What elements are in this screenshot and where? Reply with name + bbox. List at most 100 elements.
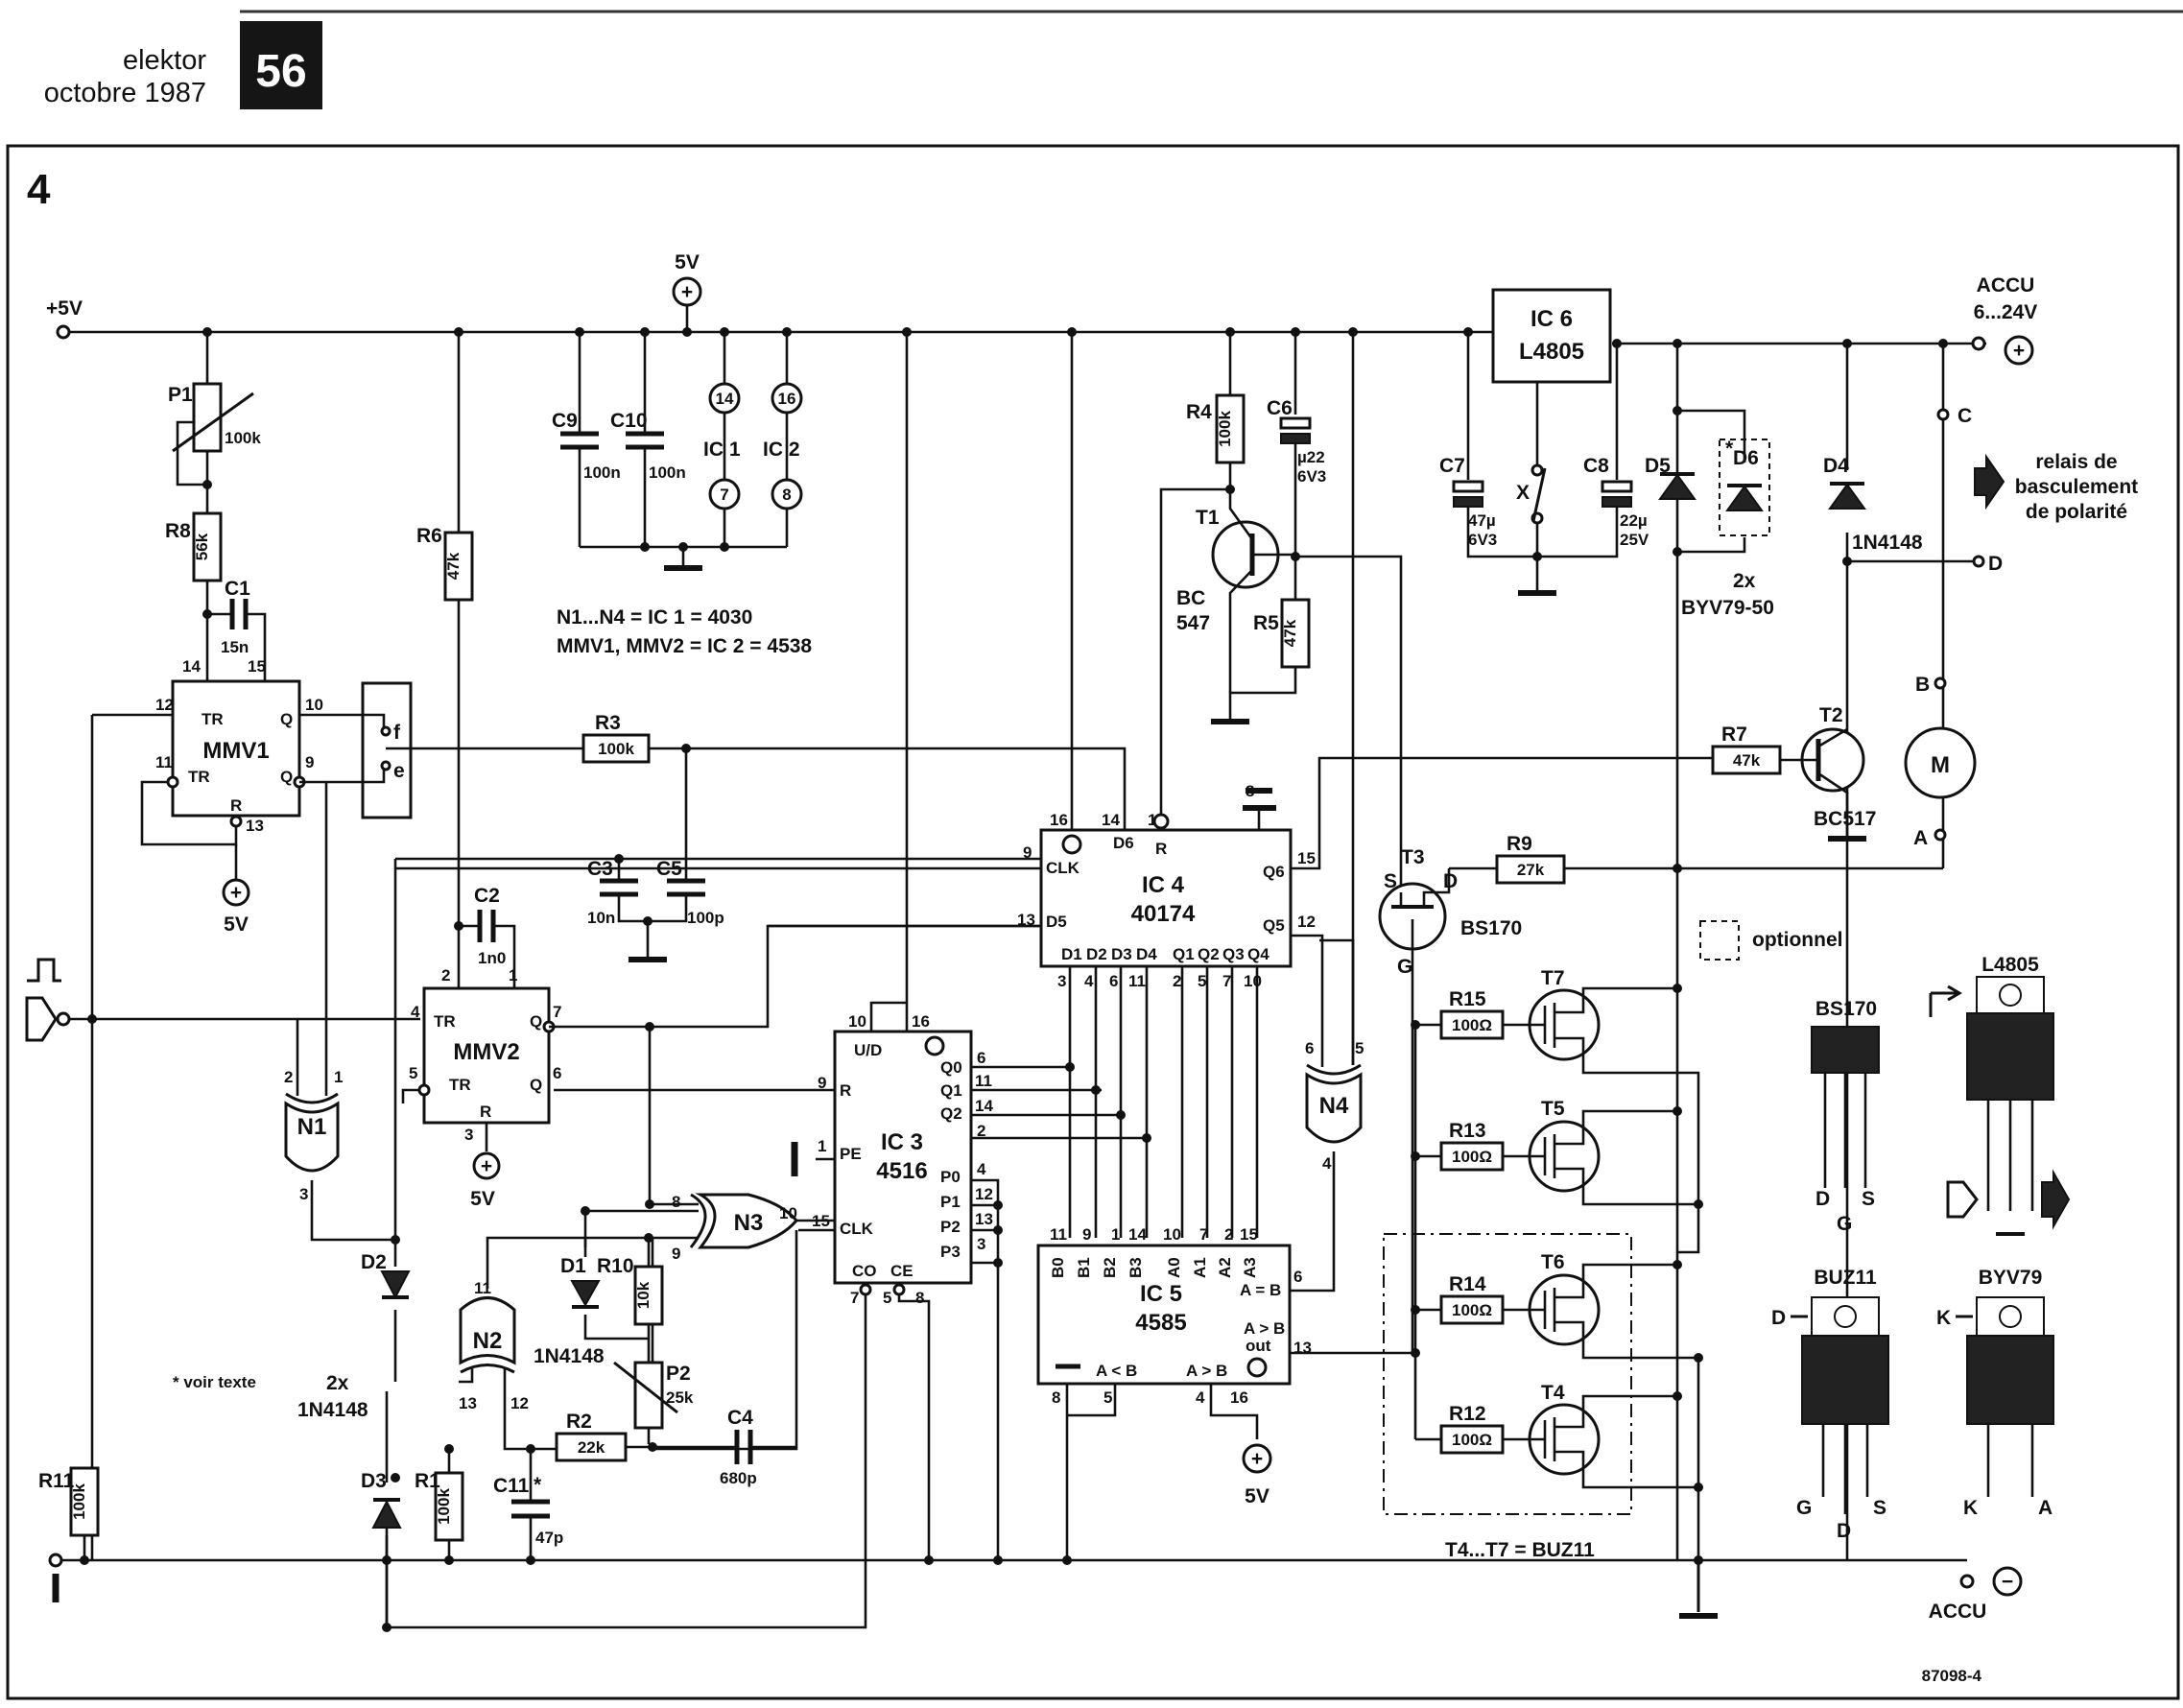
plus5v-terminal: [56, 324, 71, 340]
mmv1-trn-pin: TR: [188, 768, 210, 786]
ic4-pin15: 15: [1297, 849, 1316, 867]
d56-type2: BYV79-50: [1681, 597, 1774, 619]
figure-code: 87098-4: [1922, 1667, 1982, 1685]
x-link: X: [1516, 482, 1530, 504]
mmv1-r-pin: R: [230, 796, 242, 815]
c7-name: C7: [1439, 455, 1465, 477]
note-ic1: N1...N4 = IC 1 = 4030: [557, 606, 752, 629]
mmv2-pin1: 1: [509, 966, 517, 984]
link-e: e: [393, 760, 405, 782]
c7-val2: 6V3: [1468, 531, 1497, 549]
mmv1-supply-plus: +: [230, 882, 242, 904]
r13-name: R13: [1449, 1120, 1486, 1142]
mmv2-q-pin: Q: [530, 1076, 542, 1094]
link-f: f: [393, 722, 401, 744]
ic3-pin16: 16: [912, 1012, 930, 1031]
accu-title: ACCU: [1977, 274, 2035, 297]
magazine-name: elektor: [123, 45, 206, 76]
r8-resistor: [192, 511, 223, 582]
ic3-p0: P0: [940, 1168, 961, 1186]
r10-name: R10: [597, 1255, 634, 1277]
ic5-agtb-out2: out: [1246, 1337, 1271, 1355]
optionnel-label: optionnel: [1752, 929, 1842, 951]
d23-type2: 1N4148: [297, 1399, 368, 1421]
ic5-a2: A2: [1216, 1257, 1234, 1278]
mmv2-tr-pin: TR: [434, 1012, 456, 1031]
ic4-d5: D5: [1046, 913, 1067, 931]
n1-pin2: 2: [284, 1068, 293, 1086]
ic3-pin5: 5: [883, 1289, 891, 1307]
d2-diode: [380, 1270, 411, 1300]
c2-name: C2: [474, 885, 500, 907]
n2-name: N2: [473, 1328, 503, 1354]
n3-name: N3: [734, 1210, 764, 1236]
mmv2-supply-label: 5V: [470, 1188, 495, 1210]
n3-pin10: 10: [779, 1204, 797, 1222]
d6-note: *: [1725, 438, 1734, 460]
ic1-pin14: 14: [716, 390, 734, 408]
ic3-pin8: 8: [915, 1289, 924, 1307]
bs170-title: BS170: [1815, 998, 1877, 1020]
byv79-k-top: K: [1936, 1307, 1951, 1329]
ic3-q2: Q2: [940, 1104, 962, 1123]
r11-name: R11: [38, 1470, 75, 1492]
accu-minus-glyph: −: [2002, 1571, 2013, 1593]
r14-resistor: [1439, 1294, 1505, 1325]
ic4-pin1: 1: [1148, 811, 1156, 829]
r1-value: 100k: [435, 1488, 453, 1525]
p1-value: 100k: [225, 429, 261, 447]
r14-value: 100Ω: [1452, 1301, 1492, 1319]
ic5-pin16: 16: [1230, 1388, 1248, 1407]
buz11-d: D: [1837, 1520, 1851, 1542]
r2-value: 22k: [578, 1438, 605, 1457]
ic3-p1: P1: [940, 1193, 961, 1211]
t5-name: T5: [1541, 1098, 1565, 1120]
t4-name: T4: [1541, 1382, 1565, 1404]
t3-type: BS170: [1460, 917, 1522, 939]
ic3-pin10: 10: [848, 1012, 866, 1031]
n1-pin1: 1: [334, 1068, 343, 1086]
mmv1-block: [171, 679, 301, 818]
ic5-pin2: 2: [1224, 1225, 1233, 1244]
accu-minus-symbol: [1992, 1566, 2023, 1597]
c6-val2: 6V3: [1297, 467, 1326, 486]
r9-resistor: [1495, 854, 1566, 885]
ic5-type: 4585: [1135, 1310, 1186, 1336]
r15-name: R15: [1449, 988, 1486, 1010]
d4-name: D4: [1823, 455, 1849, 477]
r11-value: 100k: [70, 1483, 88, 1520]
n4-name: N4: [1319, 1093, 1349, 1119]
ic5-name: IC 5: [1140, 1281, 1182, 1307]
mmv1-pin10: 10: [305, 696, 323, 714]
accu-plus-glyph: +: [2013, 340, 2025, 362]
ic3-ce: CE: [890, 1262, 914, 1280]
d4-diode: [1828, 483, 1866, 510]
t2-name: T2: [1819, 704, 1843, 726]
n1-name: N1: [297, 1114, 327, 1140]
ic3-co: CO: [852, 1262, 877, 1280]
d1-name: D1: [560, 1255, 586, 1277]
r14-name: R14: [1449, 1273, 1486, 1295]
r4-name: R4: [1186, 401, 1212, 423]
d1-diode: [570, 1280, 601, 1308]
ic4-pinb5: 5: [1198, 972, 1206, 990]
p2-name: P2: [666, 1363, 691, 1385]
motor-label: M: [1931, 752, 1950, 778]
page-number: 56: [255, 46, 306, 97]
r15-value: 100Ω: [1452, 1016, 1492, 1034]
term-d: D: [1988, 553, 2003, 575]
mmv1-q-pin: Q: [280, 710, 293, 728]
c8-val2: 25V: [1620, 531, 1649, 549]
ic4-pin12: 12: [1297, 913, 1316, 931]
mmv2-pin6: 6: [553, 1064, 561, 1082]
d5-name: D5: [1645, 455, 1671, 477]
accu-bottom-label: ACCU: [1929, 1601, 1987, 1623]
r5-name: R5: [1253, 612, 1279, 634]
n2-pin13: 13: [459, 1394, 477, 1412]
term-c: C: [1958, 405, 1972, 427]
motor-symbol: [1904, 726, 1977, 799]
ic4-pin13: 13: [1017, 911, 1035, 929]
ic4-q6: Q6: [1263, 863, 1285, 881]
r7-name: R7: [1721, 724, 1747, 746]
